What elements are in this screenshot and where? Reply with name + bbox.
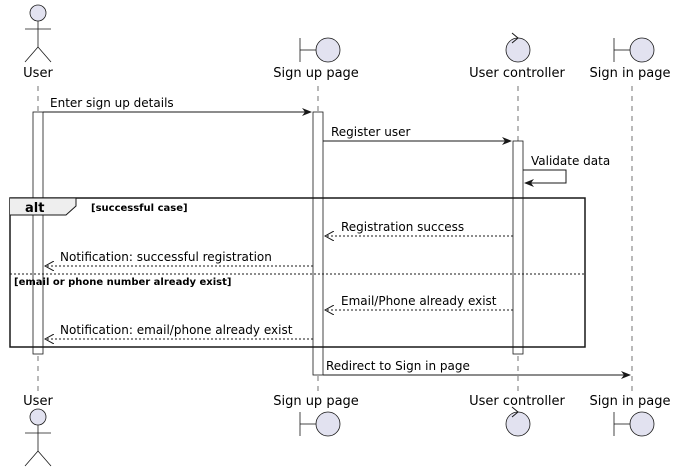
- message-label: Notification: successful registration: [60, 250, 272, 264]
- alt-condition-exists: [email or phone number already exist]: [14, 277, 231, 288]
- alt-fragment-tab: [10, 197, 77, 216]
- boundary-icon: [613, 411, 655, 437]
- message-label: Register user: [331, 125, 410, 139]
- user-actor-icon: [24, 4, 52, 63]
- message-label: Notification: email/phone already exist: [60, 323, 293, 337]
- user-activation-bar: [32, 111, 44, 355]
- message-label: Redirect to Sign in page: [326, 359, 470, 373]
- boundary-icon: [299, 411, 341, 437]
- participant-signup-page-label: Sign up page: [273, 394, 359, 409]
- self-message-arrow: [523, 169, 567, 187]
- participant-signup-page-label: Sign up page: [273, 66, 359, 81]
- message-label: Enter sign up details: [50, 96, 174, 110]
- boundary-icon: [299, 37, 341, 63]
- alt-fragment: [9, 197, 586, 348]
- alt-condition-successful: [successful case]: [91, 203, 188, 214]
- control-icon: [505, 32, 531, 63]
- message-label: Registration success: [341, 220, 464, 234]
- alt-keyword: alt: [25, 201, 44, 216]
- user-controller-activation-bar: [512, 140, 524, 355]
- message-label: Email/Phone already exist: [341, 294, 497, 308]
- signup-page-activation-bar: [312, 111, 324, 376]
- message-label: Validate data: [531, 154, 610, 168]
- participant-user-label: User: [23, 66, 53, 81]
- participant-user-controller-label: User controller: [469, 66, 565, 81]
- participant-user-controller-label: User controller: [469, 394, 565, 409]
- participant-user-label: User: [23, 394, 53, 409]
- participant-signin-page-label: Sign in page: [590, 66, 671, 81]
- boundary-icon: [613, 37, 655, 63]
- control-icon: [505, 406, 531, 437]
- participant-signin-page-label: Sign in page: [590, 394, 671, 409]
- user-actor-icon: [24, 408, 52, 467]
